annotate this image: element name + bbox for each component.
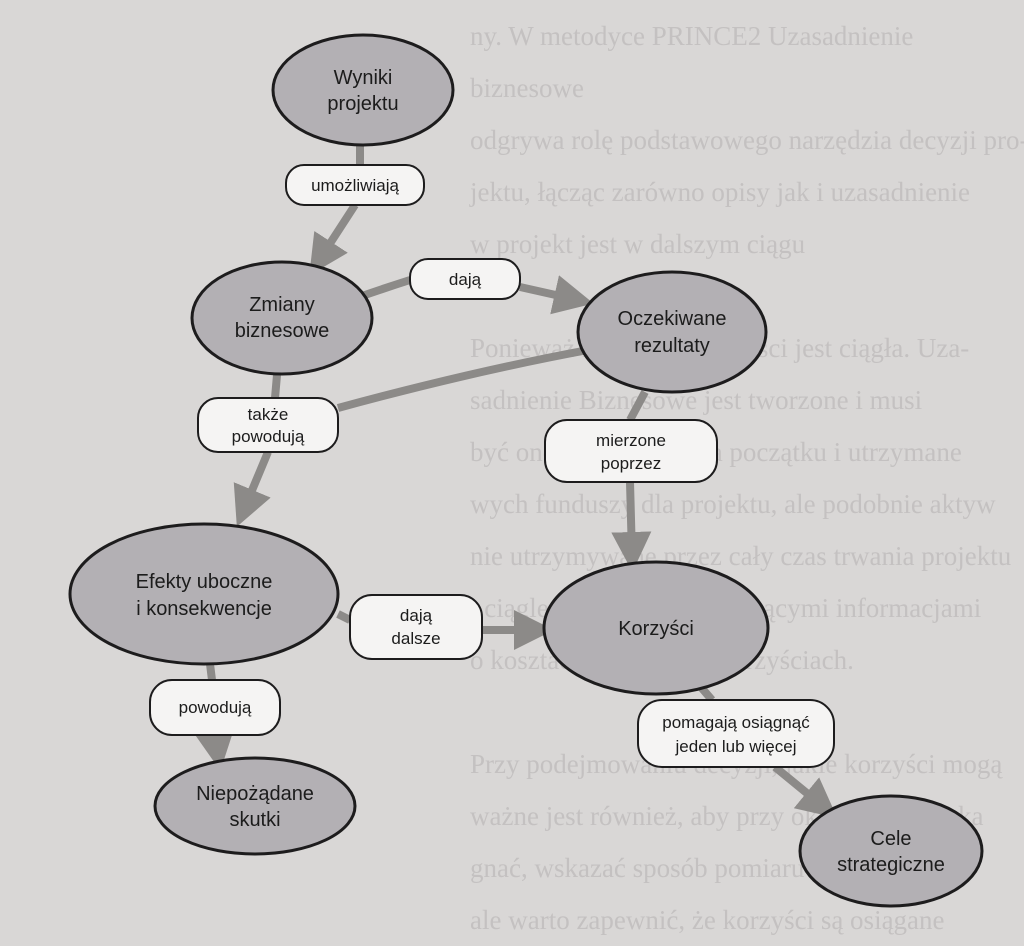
- line-oczekiwane-to-takze-powoduja: [336, 346, 589, 412]
- label-daja: dają: [409, 258, 521, 300]
- node-cele-line-2: strategiczne: [837, 854, 945, 876]
- node-cele-line-1: Cele: [870, 828, 911, 850]
- node-niepozadane-skutki: Niepożądane skutki: [153, 756, 357, 856]
- label-daja-dalsze-line-1: dają: [400, 606, 433, 625]
- node-niepozadane-line-2: skutki: [229, 809, 280, 831]
- node-oczekiwane-line-2: rezultaty: [634, 335, 710, 357]
- node-efekty-line-2: i konsekwencje: [136, 598, 272, 620]
- label-daja-dalsze: dają dalsze: [349, 594, 483, 660]
- label-pomagaja-line-2: jeden lub więcej: [675, 737, 797, 756]
- label-takze-powoduja: także powodują: [197, 397, 339, 453]
- node-zmiany-biznesowe: Zmiany biznesowe: [190, 260, 374, 376]
- node-zmiany-line-1: Zmiany: [249, 294, 315, 316]
- node-oczekiwane-line-1: Oczekiwane: [618, 308, 727, 330]
- label-daja-dalsze-line-2: dalsze: [391, 629, 440, 648]
- label-powoduja-line-1: powodują: [179, 698, 252, 717]
- label-mierzone-poprzez-line-2: poprzez: [601, 454, 661, 473]
- nodes: Wyniki projektu Zmiany biznesowe Oczekiw…: [68, 33, 984, 908]
- label-umozliwiaja: umożliwiają: [285, 164, 425, 206]
- node-zmiany-line-2: biznesowe: [235, 320, 330, 342]
- arrow-takze-powoduja-to-efekty: [233, 450, 272, 527]
- relation-labels: umożliwiają dają także powodują mierzone…: [149, 164, 835, 768]
- node-korzysci: Korzyści: [542, 560, 770, 696]
- label-takze-powoduja-line-1: także: [248, 405, 289, 424]
- label-pomagaja-line-1: pomagają osiągnąć: [662, 713, 810, 732]
- label-takze-powoduja-line-2: powodują: [232, 427, 305, 446]
- node-oczekiwane-rezultaty: Oczekiwane rezultaty: [576, 270, 768, 394]
- node-niepozadane-line-1: Niepożądane: [196, 783, 314, 805]
- arrow-zmiany-to-oczekiwane: [360, 280, 578, 300]
- node-wyniki-projektu: Wyniki projektu: [271, 33, 455, 147]
- node-cele-strategiczne: Cele strategiczne: [798, 794, 984, 908]
- label-daja-line-1: dają: [449, 270, 482, 289]
- label-umozliwiaja-line-1: umożliwiają: [311, 176, 399, 195]
- arrow-efekty-to-korzysci: [336, 614, 538, 630]
- arrow-efekty-to-niepozadane: [210, 663, 218, 755]
- label-powoduja: powodują: [149, 679, 281, 736]
- label-mierzone-poprzez: mierzone poprzez: [544, 419, 718, 483]
- node-korzysci-line-1: Korzyści: [618, 618, 694, 640]
- node-wyniki-line-1: Wyniki: [334, 67, 393, 89]
- label-mierzone-poprzez-line-1: mierzone: [596, 431, 666, 450]
- node-wyniki-line-2: projektu: [327, 93, 398, 115]
- line-zmiany-to-takze-powoduja: [271, 374, 281, 399]
- arrow-oczekiwane-to-korzysci: [630, 390, 645, 556]
- label-pomagaja: pomagają osiągnąć jeden lub więcej: [637, 699, 835, 768]
- node-efekty-line-1: Efekty uboczne: [136, 571, 273, 593]
- node-efekty-uboczne: Efekty uboczne i konsekwencje: [68, 522, 340, 666]
